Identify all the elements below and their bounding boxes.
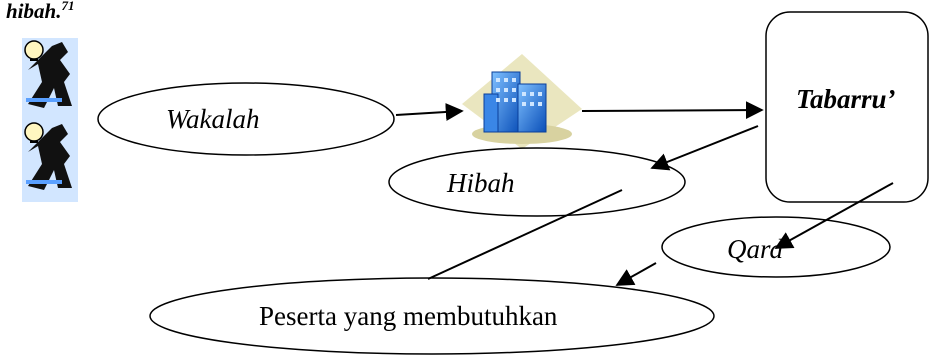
arrow-qard-to-peserta — [615, 262, 657, 286]
tabarru-box — [765, 11, 929, 203]
arrow-building-to-tabarru — [581, 101, 764, 120]
hibah-ellipse — [388, 147, 686, 217]
qard-label: Qard — [727, 234, 784, 264]
arrow-wakalah-to-building — [395, 102, 464, 121]
wakalah-ellipse — [97, 82, 395, 156]
footnote-number: 71 — [61, 0, 75, 13]
peserta-label: Peserta yang membutuhkan — [259, 301, 558, 331]
header-word: hibah. — [6, 0, 62, 23]
wakalah-label: Wakalah — [166, 104, 260, 134]
tabarru-label: Tabarru’ — [796, 84, 896, 114]
line-hibah-to-peserta — [427, 189, 623, 280]
office-building-icon — [462, 54, 582, 149]
hibah-label: Hibah — [447, 168, 515, 198]
qard-ellipse — [661, 216, 891, 278]
businessman-lightbulb-icon — [22, 120, 78, 202]
arrow-tabarru-to-hibah — [650, 125, 759, 171]
businessman-lightbulb-icon — [22, 38, 78, 120]
header-text: hibah.71 — [6, 0, 74, 24]
arrow-tabarru-to-qard — [774, 182, 894, 249]
